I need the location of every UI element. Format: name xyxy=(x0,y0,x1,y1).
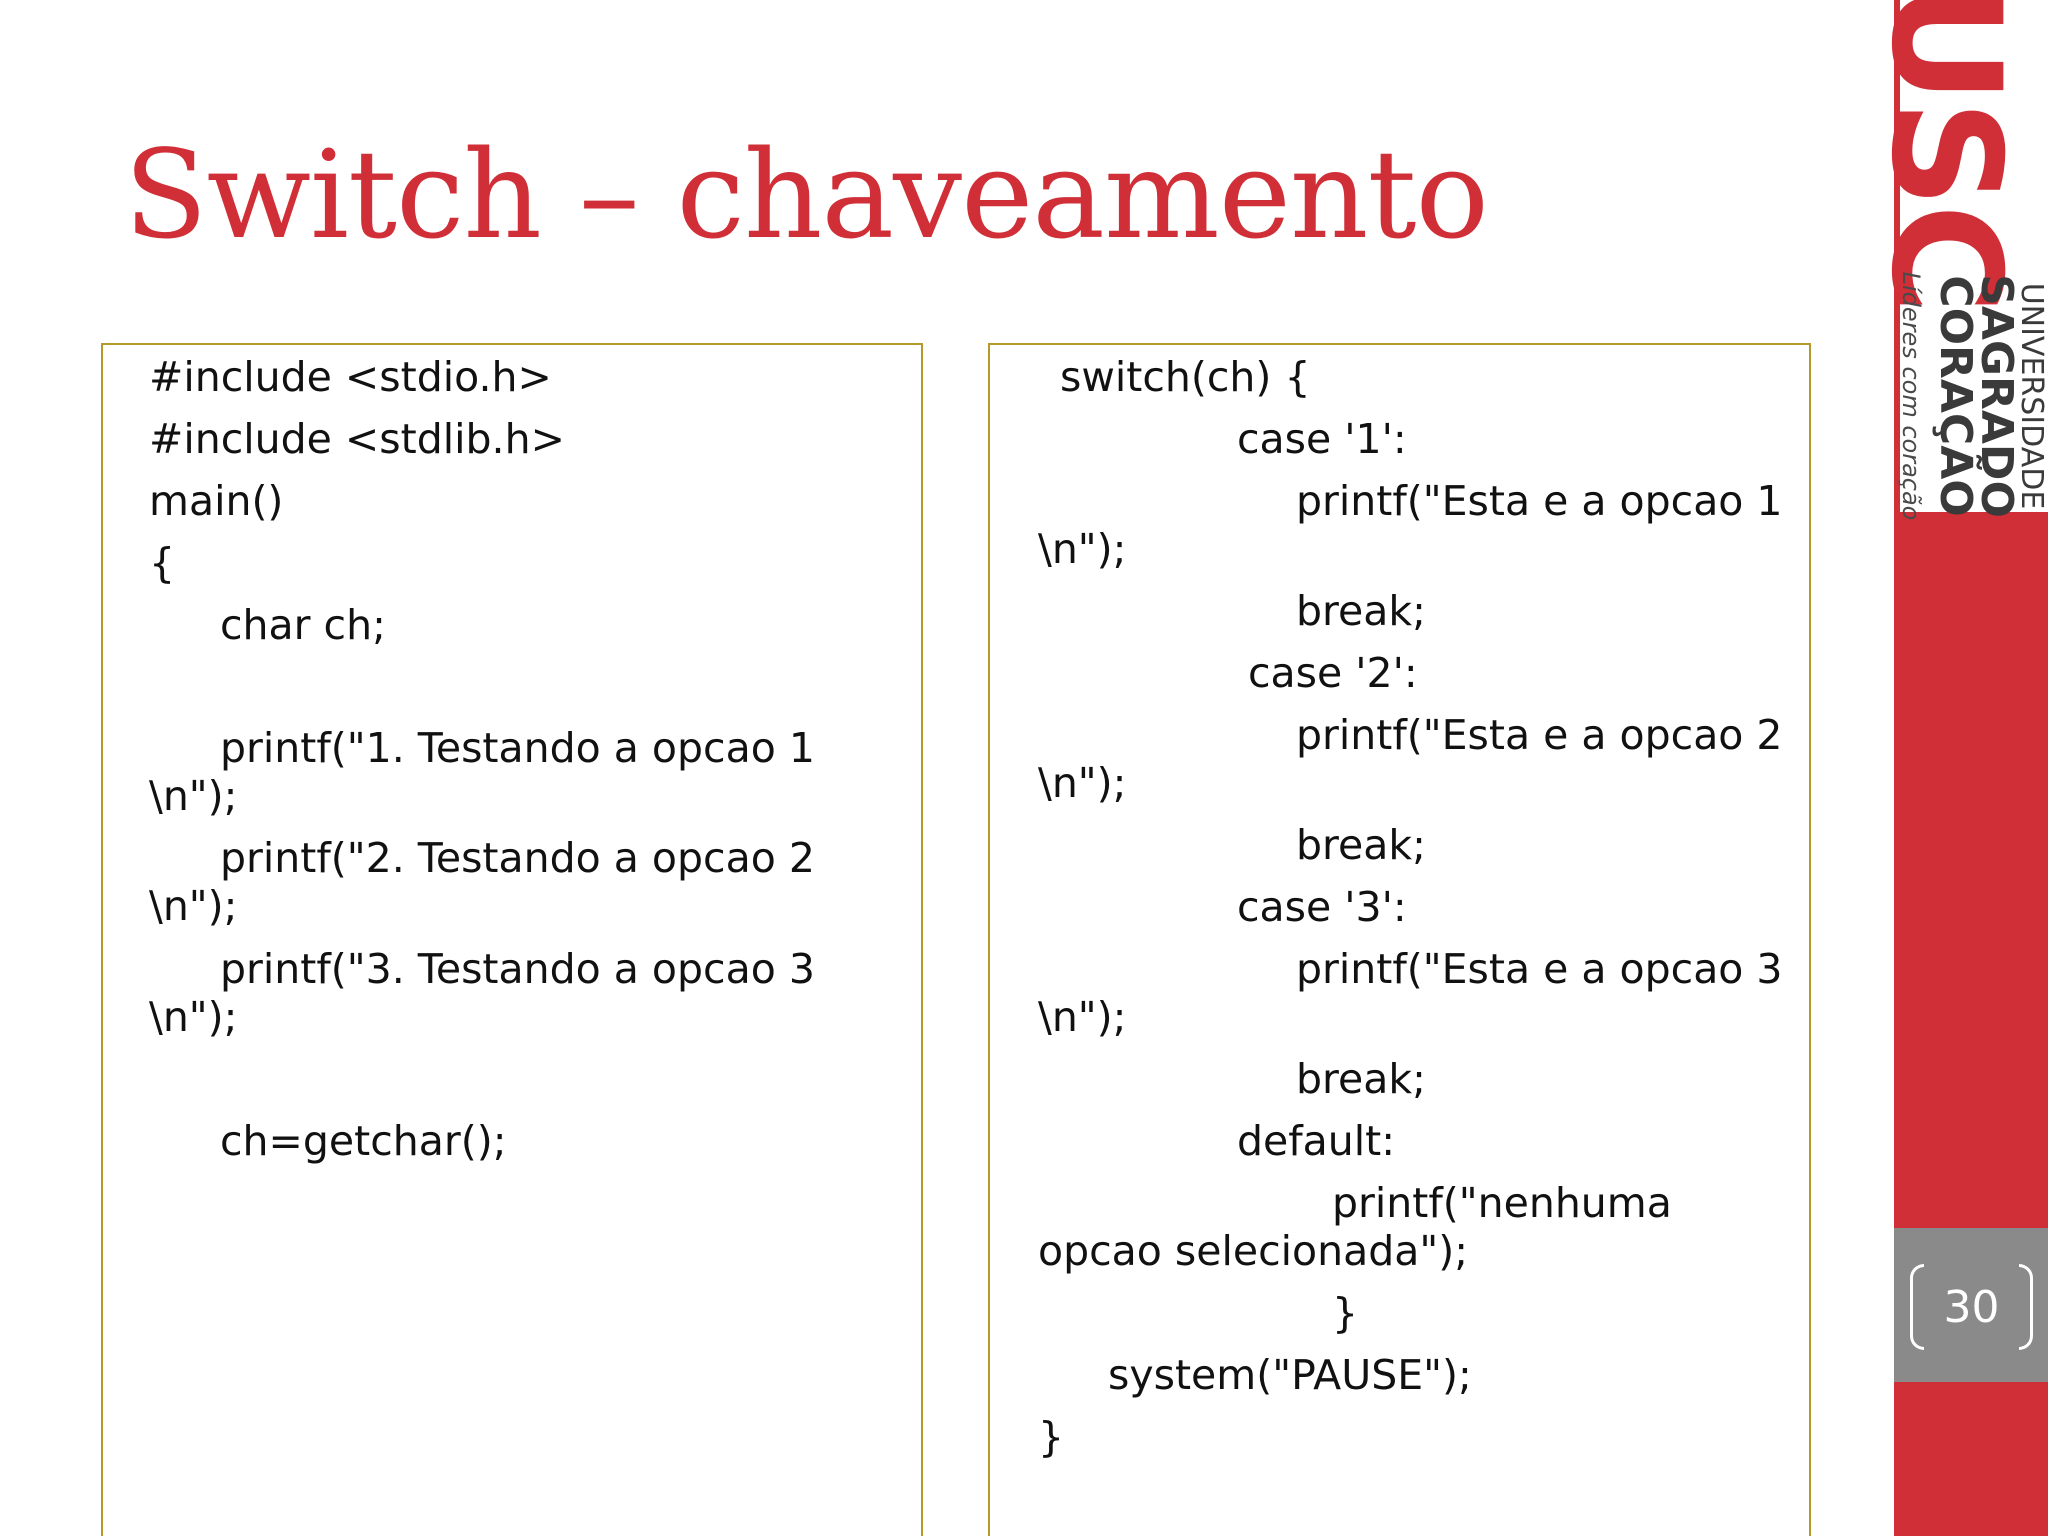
code-line: printf("nenhuma xyxy=(1332,1179,1672,1227)
code-line: } xyxy=(1038,1413,1065,1461)
code-line: opcao selecionada"); xyxy=(1038,1227,1469,1275)
code-line: printf("3. Testando a opcao 3 xyxy=(220,945,815,993)
code-box-left: #include <stdio.h> #include <stdlib.h> m… xyxy=(101,343,923,1536)
code-line: printf("1. Testando a opcao 1 xyxy=(220,724,815,772)
code-line: break; xyxy=(1296,587,1426,635)
code-line: printf("Esta e a opcao 3 xyxy=(1296,945,1783,993)
code-line: ch=getchar(); xyxy=(220,1117,507,1165)
code-line: case '3': xyxy=(1237,883,1407,931)
code-line: break; xyxy=(1296,821,1426,869)
code-line: switch(ch) { xyxy=(1060,353,1311,401)
code-line: case '2': xyxy=(1248,649,1418,697)
page-number-panel xyxy=(1894,1228,2048,1382)
code-line: printf("Esta e a opcao 1 xyxy=(1296,477,1783,525)
code-line: \n"); xyxy=(149,993,238,1041)
code-line: #include <stdio.h> xyxy=(149,353,552,401)
bracket-left-icon xyxy=(1910,1264,1924,1350)
code-line: { xyxy=(149,539,176,587)
bracket-right-icon xyxy=(2019,1264,2033,1350)
code-line: printf("Esta e a opcao 2 xyxy=(1296,711,1783,759)
code-line: \n"); xyxy=(1038,993,1127,1041)
code-line: char ch; xyxy=(220,601,386,649)
code-line: \n"); xyxy=(1038,525,1127,573)
logo-accent-bar xyxy=(1894,0,1900,512)
usc-logo-mark: USC xyxy=(1858,0,2032,310)
page-number: 30 xyxy=(1943,1282,2000,1333)
logo-tagline: Líderes com coração xyxy=(1897,271,1925,521)
code-line: \n"); xyxy=(149,772,238,820)
code-line: system("PAUSE"); xyxy=(1108,1351,1472,1399)
logo-coracao-text: CORAÇÃO xyxy=(1930,275,1981,517)
code-line: printf("2. Testando a opcao 2 xyxy=(220,834,815,882)
code-line: default: xyxy=(1237,1117,1396,1165)
code-line: case '1': xyxy=(1237,415,1407,463)
logo-area xyxy=(1894,0,2048,512)
code-line: break; xyxy=(1296,1055,1426,1103)
code-line: \n"); xyxy=(1038,759,1127,807)
code-line: #include <stdlib.h> xyxy=(149,415,565,463)
slide-title: Switch – chaveamento xyxy=(124,124,1489,266)
code-box-right: switch(ch) { case '1': printf("Esta e a … xyxy=(988,343,1811,1536)
code-line: } xyxy=(1332,1289,1359,1337)
code-line: main() xyxy=(149,477,284,525)
code-line: \n"); xyxy=(149,882,238,930)
